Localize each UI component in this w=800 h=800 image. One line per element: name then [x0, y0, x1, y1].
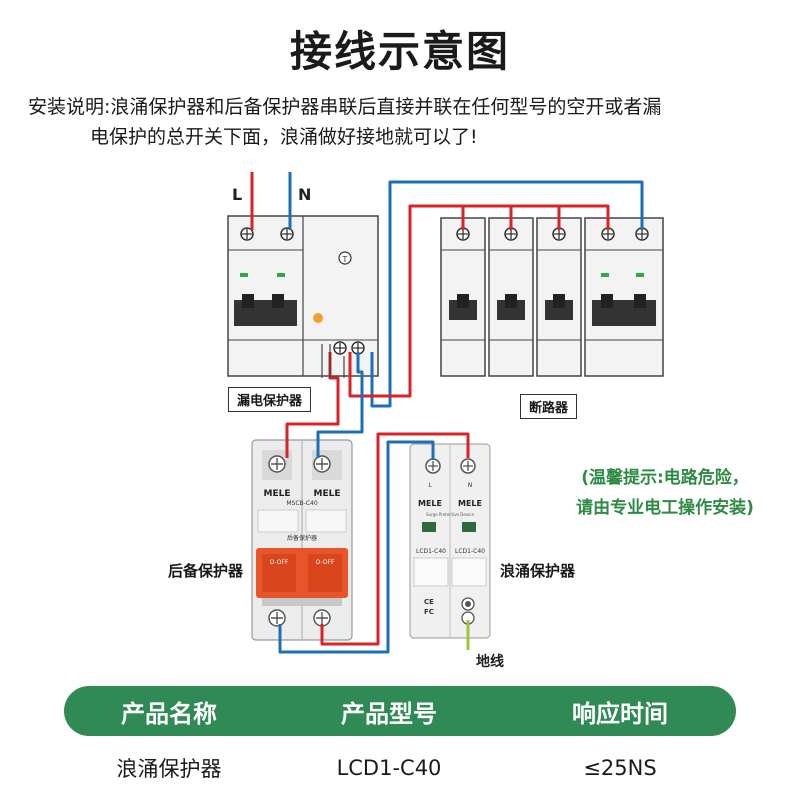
tip-line-2: 请由专业电工操作安装) — [576, 498, 754, 518]
wires — [250, 172, 644, 654]
install-instructions: 安装说明:浪涌保护器和后备保护器串联后直接并联在任何型号的空开或者漏 电保护的总… — [28, 92, 778, 152]
neutral-backup-to-surge — [278, 440, 435, 654]
live-terminal-label: L — [232, 185, 242, 204]
surge-subtitle: Surge Protective Device — [426, 512, 474, 517]
neutral-terminal-label: N — [298, 185, 311, 204]
backup-protector-label: 后备保护器 — [168, 562, 244, 580]
breakers-label: 断路器 — [520, 394, 578, 419]
earth-label: 地线 — [476, 653, 504, 670]
cell-product-model: LCD1-C40 — [336, 756, 442, 780]
backup-brand-right: MELE — [314, 489, 341, 499]
backup-model: MSCB-C40 — [286, 500, 317, 507]
cell-product-name: 浪涌保护器 — [116, 757, 222, 781]
backup-chinese-label: 后备保护器 — [287, 534, 317, 542]
spec-table-row: 浪涌保护器 LCD1-C40 ≤25NS — [64, 746, 736, 790]
instructions-line-2: 电保护的总开关下面，浪涌做好接地就可以了! — [90, 126, 478, 148]
breaker-live-bus — [461, 204, 610, 230]
breaker-3 — [536, 217, 582, 377]
backup-protector: MELE MELE MSCB-C40 后备保护器 O-OFF O-OFF — [251, 439, 353, 641]
off-label-right: O-OFF — [316, 559, 335, 566]
header-product-name: 产品名称 — [121, 699, 217, 728]
leakage-protector-label: 漏电保护器 — [228, 387, 312, 412]
header-product-model: 产品型号 — [341, 699, 437, 728]
backup-brand-left: MELE — [264, 489, 291, 499]
breaker-2 — [488, 217, 534, 377]
surge-protector-label: 浪涌保护器 — [500, 562, 576, 580]
breaker-live-feed — [348, 204, 463, 398]
breaker-1 — [440, 217, 486, 377]
instructions-line-1: 安装说明:浪涌保护器和后备保护器串联后直接并联在任何型号的空开或者漏 — [28, 96, 662, 118]
ce-mark: CE — [424, 598, 434, 606]
tip-line-1: (温馨提示:电路危险， — [581, 468, 749, 488]
neutral-to-backup — [316, 352, 364, 458]
spec-table-header: 产品名称 产品型号 响应时间 — [64, 686, 736, 736]
cell-response-time: ≤25NS — [583, 756, 657, 780]
test-mark: T — [342, 255, 348, 264]
safety-tip: (温馨提示:电路危险， 请由专业电工操作安装) — [540, 463, 790, 523]
surge-brand-right: MELE — [458, 499, 482, 508]
breaker-4-double — [584, 217, 664, 377]
live-backup-to-surge — [320, 432, 470, 646]
off-label-left: O-OFF — [270, 559, 289, 566]
surge-model-left: LCD1-C40 — [416, 548, 446, 555]
surge-model-right: LCD1-C40 — [455, 548, 485, 555]
breaker-group — [440, 217, 664, 377]
leakage-protector: T — [227, 215, 379, 377]
header-response-time: 响应时间 — [572, 699, 668, 728]
surge-protector: L N MELE MELE Surge Protective Device LC… — [409, 443, 491, 639]
surge-n-mark: N — [468, 482, 473, 489]
fc-mark: FC — [424, 608, 434, 616]
surge-brand-left: MELE — [418, 499, 442, 508]
surge-l-mark: L — [428, 482, 432, 489]
page-title: 接线示意图 — [289, 27, 510, 76]
